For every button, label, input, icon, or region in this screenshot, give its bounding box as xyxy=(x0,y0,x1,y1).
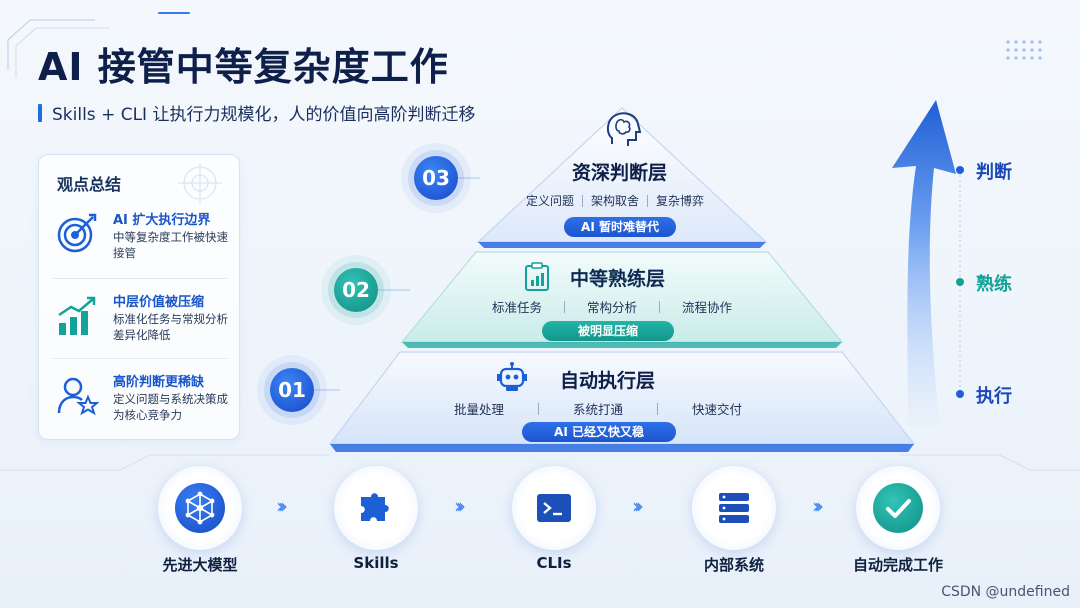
tier-item: 批量处理 xyxy=(454,402,505,417)
flow-node-auto-complete xyxy=(856,466,940,550)
item-divider xyxy=(657,402,659,415)
node-inner xyxy=(175,483,225,533)
tier-shape xyxy=(328,351,916,452)
checkmark-icon xyxy=(886,499,911,518)
flow-node-internal-systems xyxy=(692,466,776,550)
tier-number-03: 03 xyxy=(414,156,458,200)
tier-title: 中等熟练层 xyxy=(570,268,666,290)
tier-title: 自动执行层 xyxy=(560,370,656,392)
circuit-lines-left xyxy=(7,19,110,78)
summary-item-desc: 标准化任务与常规分析差异化降低 xyxy=(113,312,228,342)
tier-badge: AI 暂时难替代 xyxy=(564,217,676,237)
level-label-judgment: 判断 xyxy=(976,162,1012,183)
network-icon xyxy=(185,491,215,525)
flow-chevron-icon: ››› xyxy=(632,494,644,518)
chart-growth-icon xyxy=(58,296,96,335)
level-label-skilled: 熟练 xyxy=(976,274,1012,295)
terminal-icon xyxy=(537,494,571,522)
tier-items: 定义问题 架构取舍 复杂博弈 xyxy=(526,192,704,209)
summary-title: 观点总结 xyxy=(57,175,122,194)
puzzle-icon xyxy=(361,493,389,521)
summary-item-execution: AI 扩大执行边界 中等复杂度工作被快速接管 xyxy=(53,205,229,275)
tier-item: 常构分析 xyxy=(587,300,638,315)
target-icon xyxy=(57,213,97,253)
flow-node-clis xyxy=(512,466,596,550)
page-title: AI 接管中等复杂度工作 xyxy=(38,45,449,89)
pyramid-tier-senior: 资深判断层 定义问题 架构取舍 复杂博弈 AI 暂时难替代 xyxy=(474,104,770,250)
summary-item-middle-value: 中层价值被压缩 标准化任务与常规分析差异化降低 xyxy=(53,287,229,357)
level-dot xyxy=(956,166,964,174)
robot-icon xyxy=(497,362,527,391)
tier-item: 复杂博弈 xyxy=(656,194,705,208)
ascending-arrow-icon xyxy=(892,100,956,426)
tier-shape xyxy=(400,251,844,348)
pyramid-tier-middle: 中等熟练层 标准任务 常构分析 流程协作 被明显压缩 xyxy=(398,250,846,350)
subtitle-accent-bar xyxy=(38,103,42,122)
top-accent-line xyxy=(158,12,190,14)
item-divider xyxy=(647,194,649,207)
flow-chevron-icon: ››› xyxy=(454,494,466,518)
tier-number-01: 01 xyxy=(270,368,314,412)
tier-item: 架构取舍 xyxy=(591,194,640,208)
server-icon xyxy=(719,493,749,523)
summary-item-heading: 高阶判断更稀缺 xyxy=(113,375,205,390)
level-dot xyxy=(956,390,964,398)
tier-item: 定义问题 xyxy=(526,194,575,208)
node-inner xyxy=(873,483,923,533)
flow-label: Skills xyxy=(353,554,399,572)
tier-item: 流程协作 xyxy=(682,300,733,315)
summary-item-heading: AI 扩大执行边界 xyxy=(113,213,211,228)
tier-shape xyxy=(476,107,768,248)
flow-node-skills xyxy=(334,466,418,550)
flow-label: 先进大模型 xyxy=(162,556,238,574)
node-inner xyxy=(709,483,759,533)
tier-item: 标准任务 xyxy=(492,300,543,315)
item-divider xyxy=(538,402,540,415)
tier-item: 系统打通 xyxy=(573,402,624,417)
tier-items: 批量处理 系统打通 快速交付 xyxy=(454,399,742,418)
level-label-execution: 执行 xyxy=(976,386,1012,407)
item-divider xyxy=(582,194,584,207)
item-divider xyxy=(659,300,661,313)
tier-badge: AI 已经又快又稳 xyxy=(522,422,676,442)
tier-item: 快速交付 xyxy=(692,402,743,417)
level-dot xyxy=(956,278,964,286)
flow-chevron-icon: ››› xyxy=(276,494,288,518)
watermark: CSDN @undefined xyxy=(941,584,1070,600)
node-inner xyxy=(529,483,579,533)
subtitle-text: Skills + CLI 让执行力规模化，人的价值向高阶判断迁移 xyxy=(52,105,476,125)
summary-item-high-judgment: 高阶判断更稀缺 定义问题与系统决策成为核心竞争力 xyxy=(53,367,229,437)
flow-label: 内部系统 xyxy=(703,556,764,574)
dot-grid-decoration xyxy=(1004,38,1044,62)
pyramid-tier-automation: 自动执行层 批量处理 系统打通 快速交付 AI 已经又快又稳 xyxy=(326,350,918,456)
item-divider xyxy=(564,300,566,313)
brain-head-icon xyxy=(606,112,642,146)
tier-number-02: 02 xyxy=(334,268,378,312)
flow-chevron-icon: ››› xyxy=(812,494,824,518)
summary-divider xyxy=(53,358,227,359)
flow-label: CLIs xyxy=(536,554,572,572)
flow-label: 自动完成工作 xyxy=(852,556,943,574)
tier-items: 标准任务 常构分析 流程协作 xyxy=(492,297,732,316)
flow-node-model xyxy=(158,466,242,550)
crosshair-decoration-icon xyxy=(178,163,222,203)
clipboard-chart-icon xyxy=(525,262,549,291)
page-subtitle: Skills + CLI 让执行力规模化，人的价值向高阶判断迁移 xyxy=(38,100,475,125)
summary-divider xyxy=(53,278,227,279)
summary-item-heading: 中层价值被压缩 xyxy=(113,295,205,310)
user-star-icon xyxy=(57,377,99,416)
tier-title: 资深判断层 xyxy=(572,162,668,184)
summary-item-desc: 中等复杂度工作被快速接管 xyxy=(113,230,228,260)
node-inner xyxy=(351,483,401,533)
summary-panel: 观点总结 AI 扩大执行边界 中等复杂度工作被快速接管 中层价值被压缩 标准化任… xyxy=(38,154,240,440)
summary-item-desc: 定义问题与系统决策成为核心竞争力 xyxy=(113,392,228,422)
tier-badge: 被明显压缩 xyxy=(542,321,674,341)
